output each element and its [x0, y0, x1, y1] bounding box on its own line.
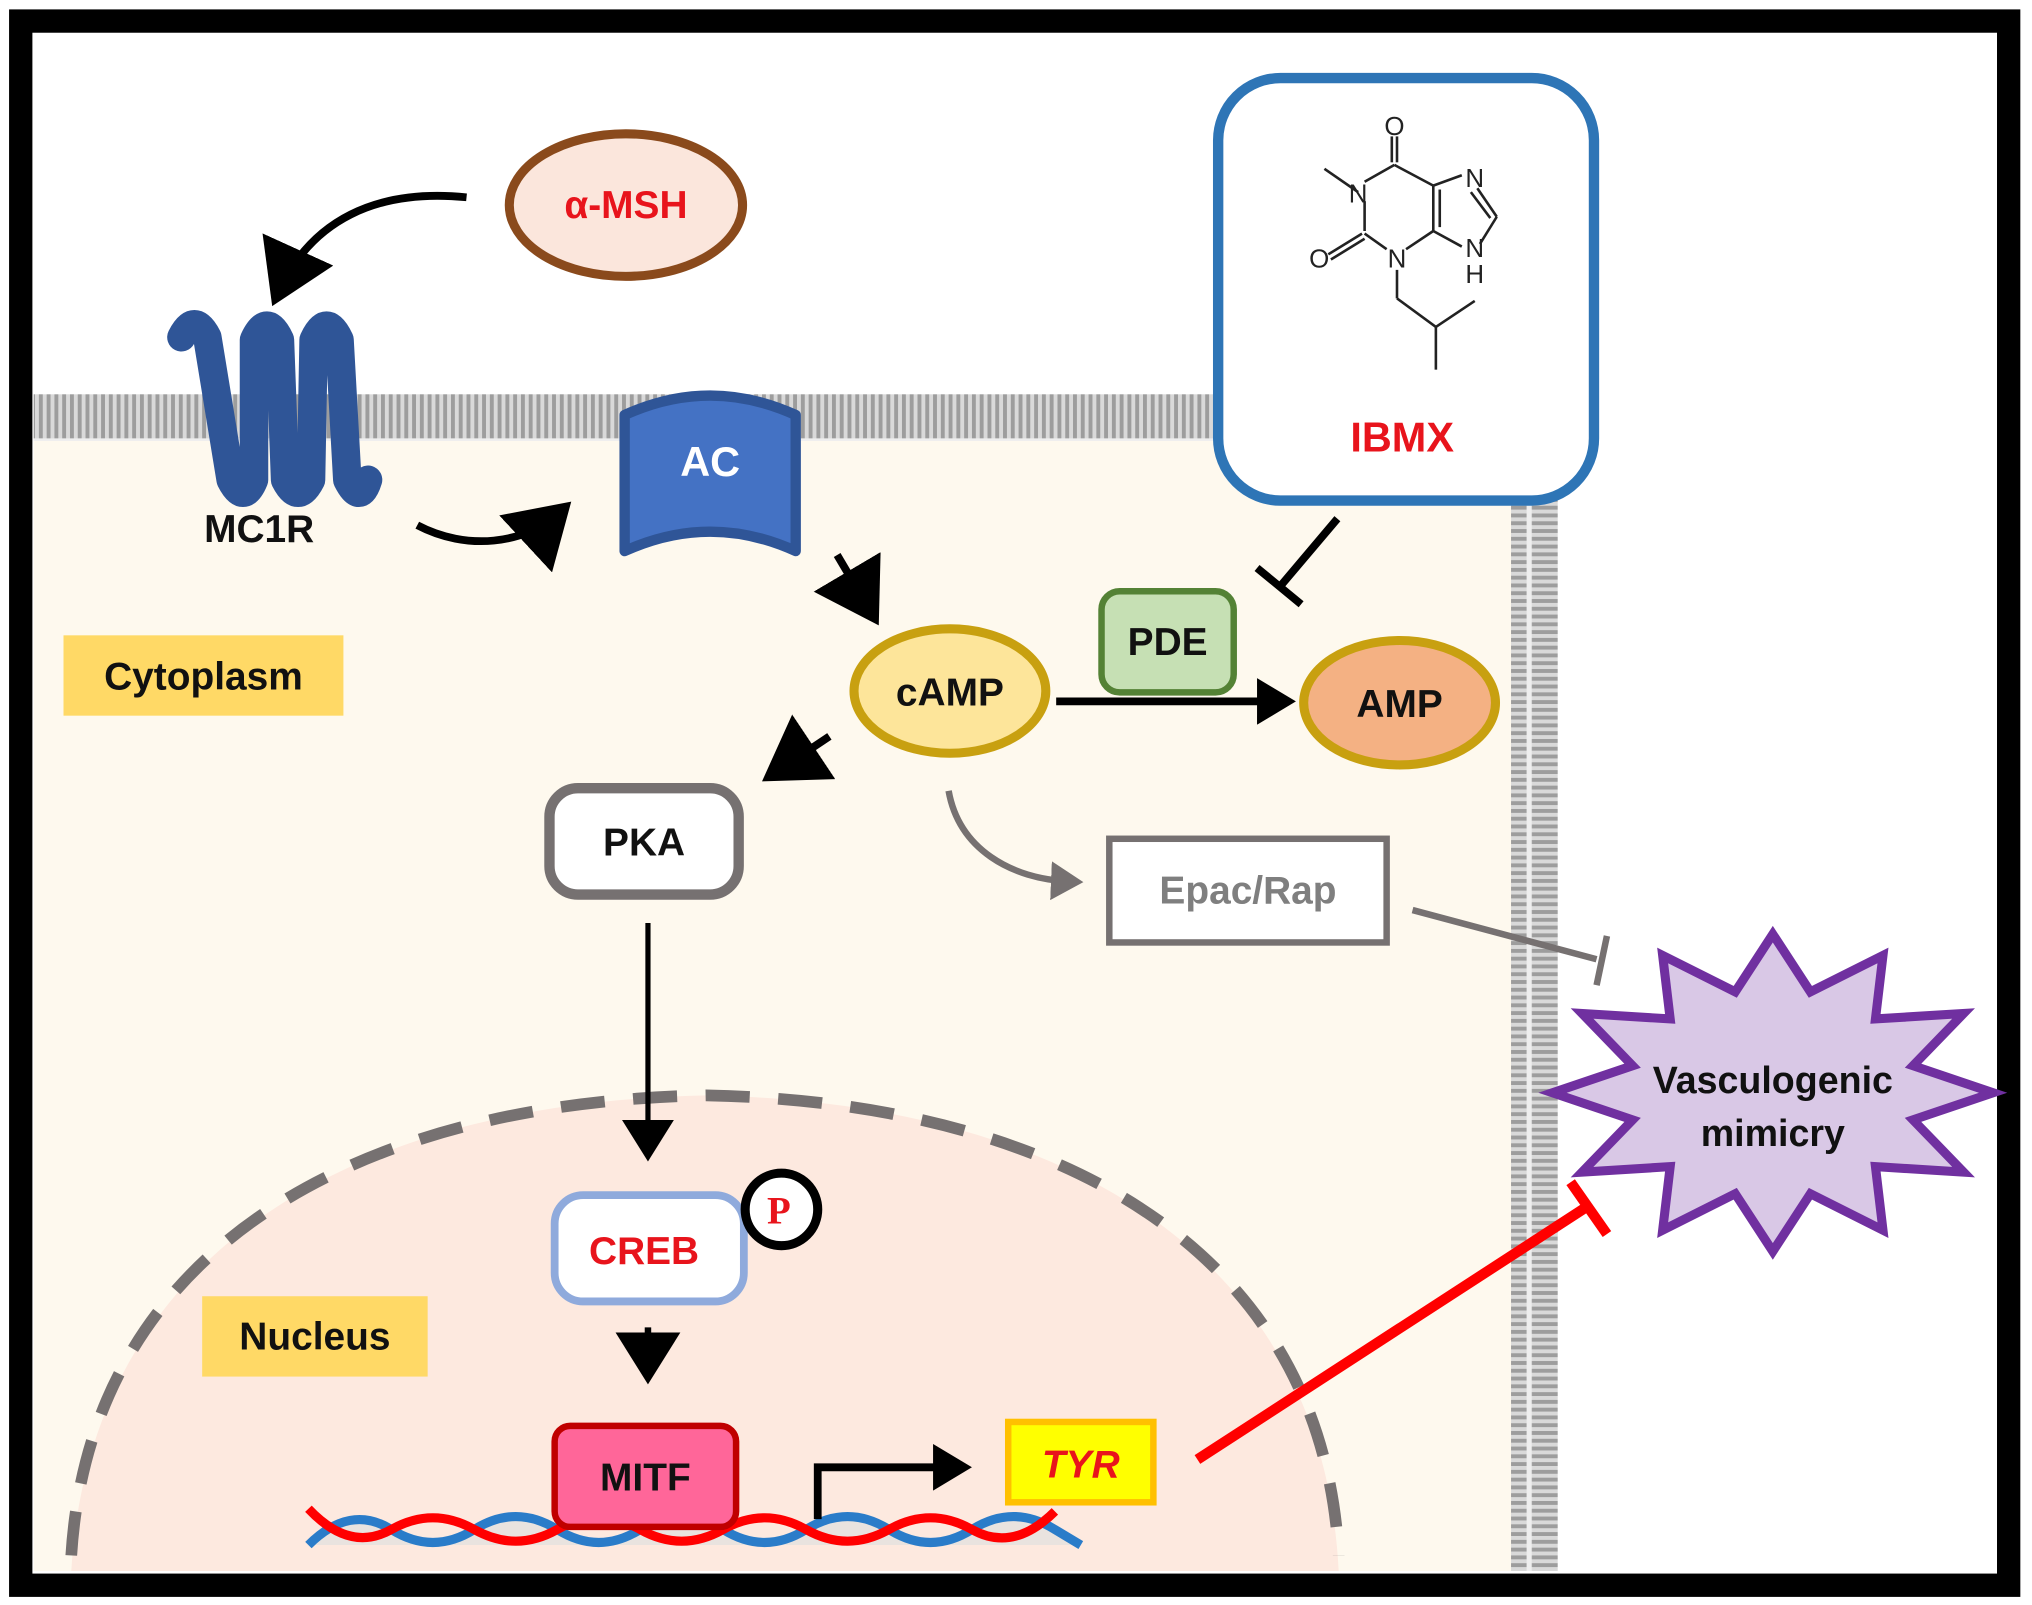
alpha-msh-node[interactable]: α-MSH	[504, 129, 748, 281]
plasma-membrane-right	[1511, 440, 1558, 1571]
receptor-helix-icon	[167, 310, 383, 507]
inhibition-ibmx-to-pde	[1254, 516, 1341, 608]
cytoplasm-label: Cytoplasm	[104, 656, 303, 699]
arrow-ac-to-camp	[813, 552, 881, 626]
transcription-start-arrow	[813, 1443, 972, 1520]
nucleus-label: Nucleus	[239, 1315, 390, 1358]
ibmx-atom-h: H	[1465, 261, 1484, 289]
camp-node[interactable]: cAMP	[849, 624, 1051, 758]
arrow-camp-to-pka	[762, 714, 836, 782]
ac-label: AC	[680, 438, 740, 485]
phosphate-badge: P	[740, 1168, 823, 1251]
ibmx-atom-o2: O	[1309, 245, 1329, 273]
ibmx-atom-n3: N	[1465, 235, 1484, 263]
ibmx-structure-icon	[1323, 136, 1498, 370]
nuclear-envelope	[65, 1089, 1345, 1556]
vasculogenic-mimicry-outcome[interactable]: Vasculogenic mimicry	[1538, 925, 2008, 1260]
pde-label: PDE	[1128, 621, 1208, 664]
ibmx-label: IBMX	[1350, 413, 1454, 460]
tyr-label: TYR	[1042, 1444, 1120, 1487]
mitf-node[interactable]: MITF	[551, 1422, 740, 1531]
camp-label: cAMP	[896, 671, 1004, 714]
ibmx-atom-o1: O	[1384, 113, 1404, 141]
ibmx-atom-n4: N	[1388, 245, 1407, 273]
amp-label: AMP	[1356, 683, 1442, 726]
vm-label-line1: Vasculogenic	[1653, 1059, 1893, 1101]
inhibition-epac-to-vm	[1411, 906, 1611, 986]
ibmx-atom-n2: N	[1465, 165, 1484, 193]
starburst-icon	[1538, 925, 2008, 1260]
epac-rap-node[interactable]: Epac/Rap	[1106, 835, 1390, 946]
arrow-camp-to-epac	[945, 790, 1084, 901]
creb-node[interactable]: CREB	[550, 1191, 748, 1306]
nucleus-label-box: Nucleus	[202, 1296, 428, 1377]
amp-node[interactable]: AMP	[1299, 635, 1501, 770]
mitf-label: MITF	[600, 1457, 691, 1500]
pka-label: PKA	[603, 822, 685, 865]
alpha-msh-label: α-MSH	[564, 184, 687, 227]
cytoplasm-label-box: Cytoplasm	[63, 635, 344, 716]
ibmx-drug-box[interactable]: O N N N H O N IBMX	[1212, 72, 1600, 506]
epac-rap-label: Epac/Rap	[1159, 870, 1336, 913]
creb-label: CREB	[589, 1230, 699, 1273]
pde-enzyme[interactable]: PDE	[1098, 588, 1237, 696]
mc1r-receptor[interactable]: MC1R	[167, 310, 383, 551]
mc1r-label: MC1R	[204, 508, 314, 551]
ac-enzyme[interactable]: AC	[619, 390, 801, 557]
arrow-mc1r-to-ac	[415, 501, 572, 573]
arrow-msh-to-mc1r	[262, 191, 467, 307]
phosphate-label: P	[767, 1190, 791, 1233]
ibmx-atom-n1: N	[1349, 180, 1368, 208]
pka-node[interactable]: PKA	[544, 783, 744, 900]
vm-label-line2: mimicry	[1701, 1112, 1845, 1154]
tyr-gene[interactable]: TYR	[1004, 1418, 1157, 1506]
inhibition-tyr-to-vm	[1194, 1179, 1612, 1464]
